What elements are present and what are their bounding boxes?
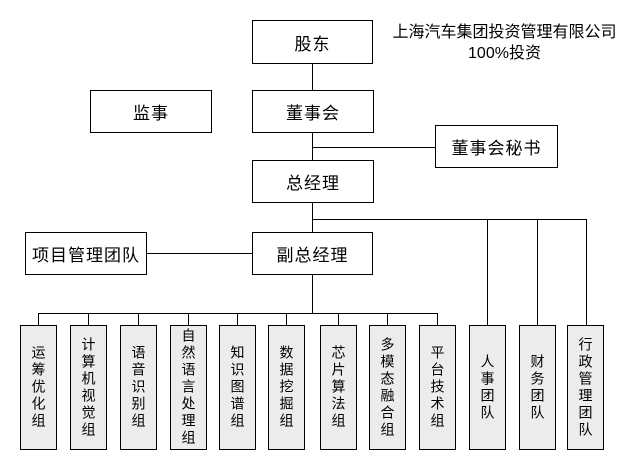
connector-deputy-bus xyxy=(312,275,313,313)
node-board-secretary-label: 董事会秘书 xyxy=(451,139,542,158)
connector-groups-bus xyxy=(38,313,438,314)
node-deputy-general-manager: 副总经理 xyxy=(252,232,373,275)
connector-drop-group-1 xyxy=(38,313,39,325)
investor-annotation-line1: 上海汽车集团投资管理有限公司 xyxy=(392,24,617,41)
group-label-chip-algorithm: 芯片算法组 xyxy=(330,345,347,430)
node-general-manager-label: 总经理 xyxy=(286,174,340,193)
connector-board-secretary xyxy=(312,147,435,148)
group-label-finance-team: 财务团队 xyxy=(529,353,546,422)
connector-drop-hr-team xyxy=(487,219,488,325)
group-label-computer-vision: 计算机视觉组 xyxy=(80,336,97,439)
group-box-data-mining: 数据挖掘组 xyxy=(268,325,305,450)
group-label-multimodal-fusion: 多模态融合组 xyxy=(379,336,396,439)
connector-board-gm xyxy=(312,133,313,160)
group-box-multimodal-fusion: 多模态融合组 xyxy=(369,325,406,450)
group-label-speech-recognition: 语音识别组 xyxy=(130,345,147,430)
node-shareholders: 股东 xyxy=(252,20,373,64)
node-board-secretary: 董事会秘书 xyxy=(435,125,558,168)
connector-drop-finance-team xyxy=(537,219,538,325)
investor-annotation: 上海汽车集团投资管理有限公司 100%投资 xyxy=(383,22,626,64)
node-board: 董事会 xyxy=(252,90,374,133)
connector-drop-group-6 xyxy=(286,313,287,325)
group-box-admin-team: 行政管理团队 xyxy=(567,325,604,450)
node-shareholders-label: 股东 xyxy=(294,34,331,54)
node-supervisor: 监事 xyxy=(90,90,212,133)
connector-drop-group-8 xyxy=(387,313,388,325)
group-box-operations-research: 运筹优化组 xyxy=(20,325,57,450)
connector-drop-group-9 xyxy=(437,313,438,325)
group-box-knowledge-graph: 知识图谱组 xyxy=(219,325,256,450)
group-label-platform-technology: 平台技术组 xyxy=(429,345,446,430)
connector-drop-group-4 xyxy=(188,313,189,325)
node-deputy-general-manager-label: 副总经理 xyxy=(276,246,349,265)
node-project-management-team: 项目管理团队 xyxy=(25,232,147,275)
group-label-data-mining: 数据挖掘组 xyxy=(278,345,295,430)
group-label-hr-team: 人事团队 xyxy=(479,353,496,422)
group-box-chip-algorithm: 芯片算法组 xyxy=(320,325,357,450)
connector-gm-deputy xyxy=(312,203,313,232)
node-general-manager: 总经理 xyxy=(252,160,374,203)
group-box-nlp: 自然语言处理组 xyxy=(170,325,207,450)
connector-drop-group-2 xyxy=(88,313,89,325)
connector-drop-group-5 xyxy=(237,313,238,325)
connector-project-team-deputy xyxy=(147,253,252,254)
group-box-speech-recognition: 语音识别组 xyxy=(120,325,157,450)
group-box-computer-vision: 计算机视觉组 xyxy=(70,325,107,450)
group-label-operations-research: 运筹优化组 xyxy=(30,345,47,430)
node-board-label: 董事会 xyxy=(286,104,340,123)
connector-drop-admin-team xyxy=(586,219,587,325)
node-project-management-team-label: 项目管理团队 xyxy=(32,246,140,265)
connector-drop-group-3 xyxy=(138,313,139,325)
group-label-nlp: 自然语言处理组 xyxy=(180,328,197,447)
connector-drop-group-7 xyxy=(338,313,339,325)
group-label-knowledge-graph: 知识图谱组 xyxy=(229,345,246,430)
connector-gm-teams-branch xyxy=(312,219,586,220)
node-supervisor-label: 监事 xyxy=(133,104,169,123)
group-box-hr-team: 人事团队 xyxy=(469,325,506,450)
group-box-platform-technology: 平台技术组 xyxy=(419,325,456,450)
investor-annotation-line2: 100%投资 xyxy=(468,45,541,62)
connector-shareholders-board xyxy=(312,64,313,90)
group-label-admin-team: 行政管理团队 xyxy=(577,336,594,439)
group-box-finance-team: 财务团队 xyxy=(519,325,556,450)
